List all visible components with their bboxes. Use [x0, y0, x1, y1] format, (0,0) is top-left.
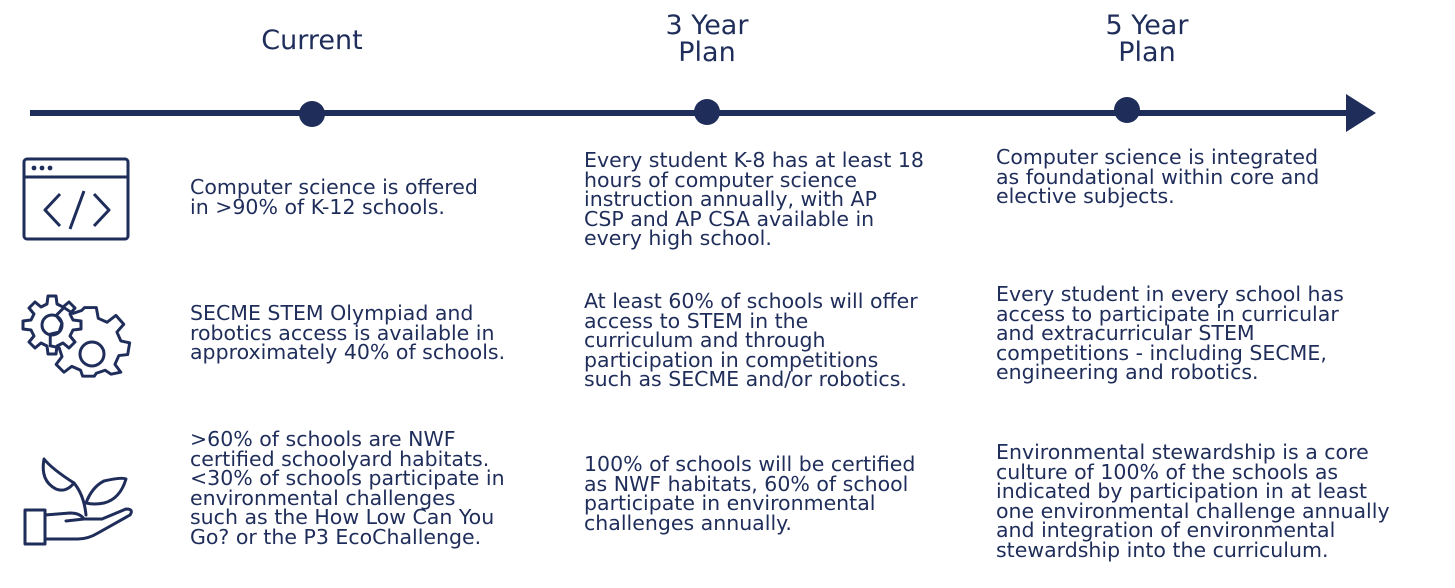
hand-plant-icon — [23, 457, 133, 546]
row-stem-3-year: At least 60% of schools will offer acces… — [584, 289, 918, 391]
code-window-icon — [22, 157, 130, 241]
timeline-marker-current — [299, 101, 325, 127]
row-cs-current: Computer science is offered in >90% of K… — [190, 175, 478, 219]
row-env-3-year: 100% of schools will be certified as NWF… — [584, 452, 916, 535]
row-cs-3-year: Every student K-8 has at least 18 hours … — [584, 148, 924, 250]
row-stem-current: SECME STEM Olympiad and robotics access … — [190, 301, 506, 364]
stage-heading-5-year-plan: 5 Year Plan — [1105, 10, 1189, 68]
row-stem-5-year: Every student in every school has access… — [996, 282, 1344, 384]
row-cs-5-year: Computer science is integrated as founda… — [996, 145, 1320, 208]
stage-heading-3-year-plan: 3 Year Plan — [665, 10, 749, 68]
timeline-arrowhead — [1346, 94, 1376, 132]
timeline-marker-3-year — [694, 99, 720, 125]
gears-icon — [21, 294, 132, 378]
row-env-5-year: Environmental stewardship is a core cult… — [996, 440, 1390, 562]
timeline — [30, 94, 1376, 132]
row-env-current: >60% of schools are NWF certified school… — [190, 427, 505, 549]
stage-heading-current: Current — [261, 25, 363, 56]
timeline-marker-5-year — [1114, 97, 1140, 123]
